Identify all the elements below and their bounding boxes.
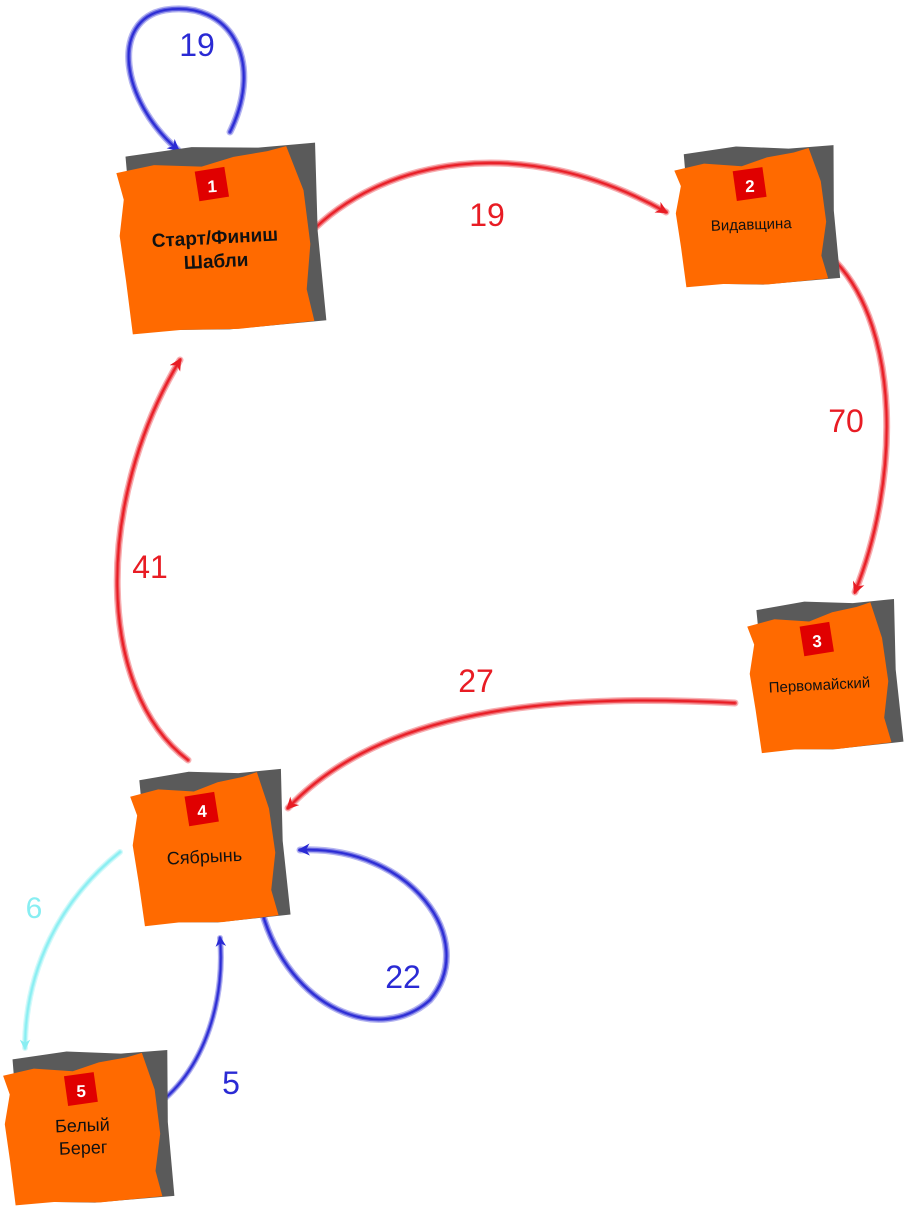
edge-stroke (261, 843, 448, 1021)
edge-label: 70 (828, 403, 864, 439)
edge-label: 5 (222, 1065, 240, 1101)
node-label: Первомайский (768, 674, 870, 696)
node-sheet (674, 147, 829, 288)
node-badge-number: 1 (207, 177, 217, 196)
edge-stroke (19, 851, 121, 1051)
edge-e-1-2 (304, 159, 670, 239)
node-label: Видавщина (711, 215, 793, 235)
edge-stroke (149, 935, 227, 1111)
node-badge-number: 3 (812, 632, 822, 651)
edge-e-2-3 (832, 258, 891, 596)
node-label: Белый (55, 1115, 110, 1137)
edge-stroke (307, 162, 669, 236)
edge-label: 22 (385, 959, 421, 995)
edge-label: 19 (469, 197, 505, 233)
node-badge-number: 2 (745, 177, 755, 196)
edge-stroke (284, 696, 739, 812)
edge-label: 41 (132, 549, 168, 585)
edge-e-3-4 (284, 696, 739, 812)
edge-e-4-5 (19, 849, 123, 1051)
node-label: Берег (59, 1137, 109, 1159)
node-sheet (3, 1052, 163, 1206)
edge-stroke (286, 699, 736, 810)
edge-label: 6 (26, 892, 43, 925)
edge-label: 27 (458, 663, 494, 699)
node-badge-number: 5 (76, 1082, 86, 1101)
edge-stroke (127, 8, 245, 152)
edge-e-5-4 (147, 935, 227, 1113)
node-badge (194, 166, 230, 202)
edge-stroke (22, 849, 123, 1051)
node-label: Сябрынь (166, 845, 242, 869)
edge-e-4-1 (113, 356, 192, 764)
node-sheet (116, 146, 315, 335)
edge-stroke (23, 850, 122, 1050)
edges-layer (19, 5, 891, 1113)
node-badge (184, 791, 219, 827)
node-badge (63, 1072, 98, 1106)
edge-loop-4 (258, 843, 450, 1023)
node-badge (799, 621, 834, 657)
edge-loop-1 (125, 5, 248, 154)
edge-stroke (116, 357, 189, 761)
node-label: Шабли (183, 250, 249, 274)
node-badge-number: 4 (197, 802, 208, 821)
edge-stroke (835, 261, 888, 595)
node-badge (732, 167, 767, 201)
edge-label: 19 (179, 27, 215, 63)
node-sheet (747, 602, 892, 754)
node-sheet (130, 772, 279, 927)
